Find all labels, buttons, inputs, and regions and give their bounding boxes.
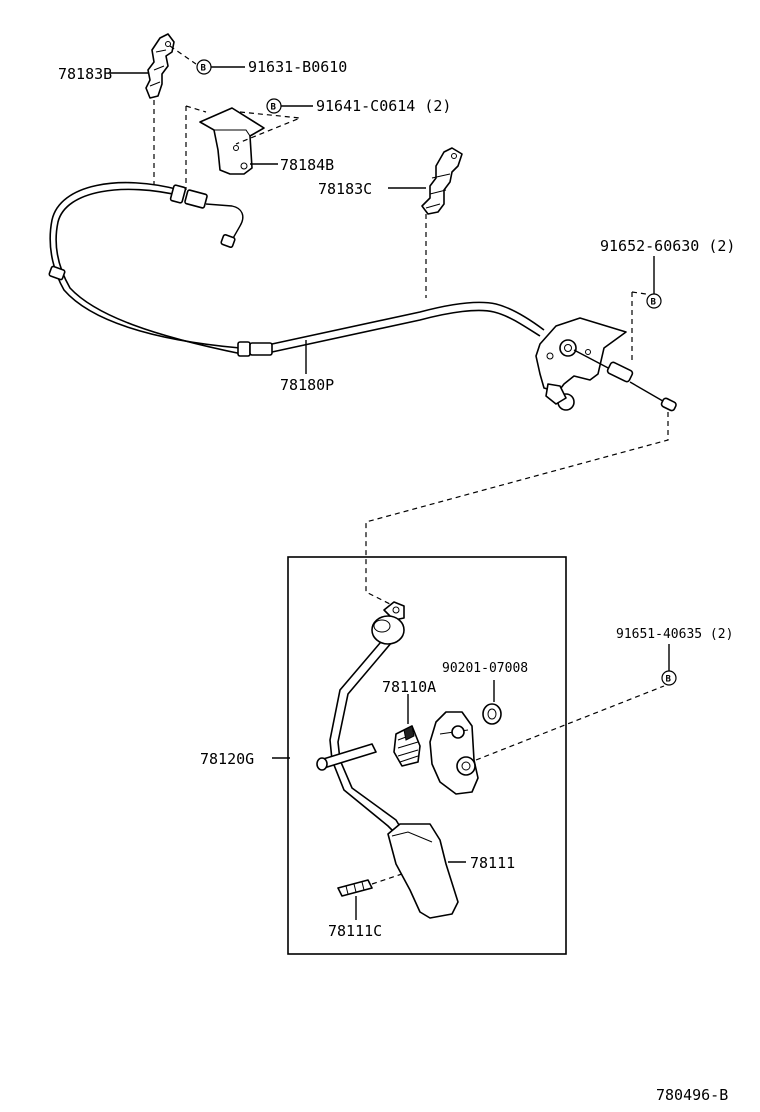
label-78184b: 78184B (280, 156, 334, 174)
bracket-78184b (199, 107, 265, 175)
dash-bracket-to-91651 (475, 685, 665, 761)
clamp-bracket-78183c (421, 147, 463, 215)
label-78111c: 78111C (328, 922, 382, 940)
washer-90201 (482, 703, 502, 725)
diagram-id: 780496-B (656, 1086, 728, 1104)
dash-pin-to-pad (371, 873, 403, 885)
bolt-marker-91652: B (646, 293, 662, 309)
label-91651-40635: 91651-40635 (2) (616, 627, 733, 642)
bolt-marker-91631: B (196, 59, 212, 75)
label-78183b: 78183B (58, 65, 112, 83)
pin-78111c (337, 879, 373, 897)
dash-cable-to-pedal (365, 412, 669, 605)
dash-78184b-top (185, 105, 207, 113)
return-spring-78110a (393, 725, 421, 767)
svg-text:B: B (666, 675, 672, 685)
pedal-arm-78120g (316, 601, 405, 835)
label-90201-07008: 90201-07008 (442, 661, 528, 676)
svg-text:B: B (201, 64, 207, 74)
dash-78184b-right (235, 111, 301, 145)
bolt-marker-91651: B (661, 670, 677, 686)
label-78180p: 78180P (280, 376, 334, 394)
throttle-end-bracket (535, 317, 677, 412)
pedal-bracket (429, 711, 479, 795)
pedal-pad-78111 (387, 823, 459, 919)
label-78111: 78111 (470, 854, 515, 872)
label-91631-b0610: 91631-B0610 (248, 58, 347, 76)
label-91652-60630: 91652-60630 (2) (600, 237, 735, 255)
label-78110a: 78110A (382, 678, 436, 696)
clamp-bracket-78183b (145, 33, 175, 99)
pedal-assembly-frame (287, 556, 567, 955)
svg-text:B: B (271, 103, 277, 113)
dash-91652-top (631, 291, 647, 295)
label-91641-c0614: 91641-C0614 (2) (316, 97, 451, 115)
label-78183c: 78183C (318, 180, 372, 198)
dash-to-bolt-91631 (169, 45, 197, 65)
accelerator-cable-78180p (48, 181, 545, 357)
svg-text:B: B (651, 298, 657, 308)
bolt-marker-91641: B (266, 98, 282, 114)
label-78120g: 78120G (200, 750, 254, 768)
